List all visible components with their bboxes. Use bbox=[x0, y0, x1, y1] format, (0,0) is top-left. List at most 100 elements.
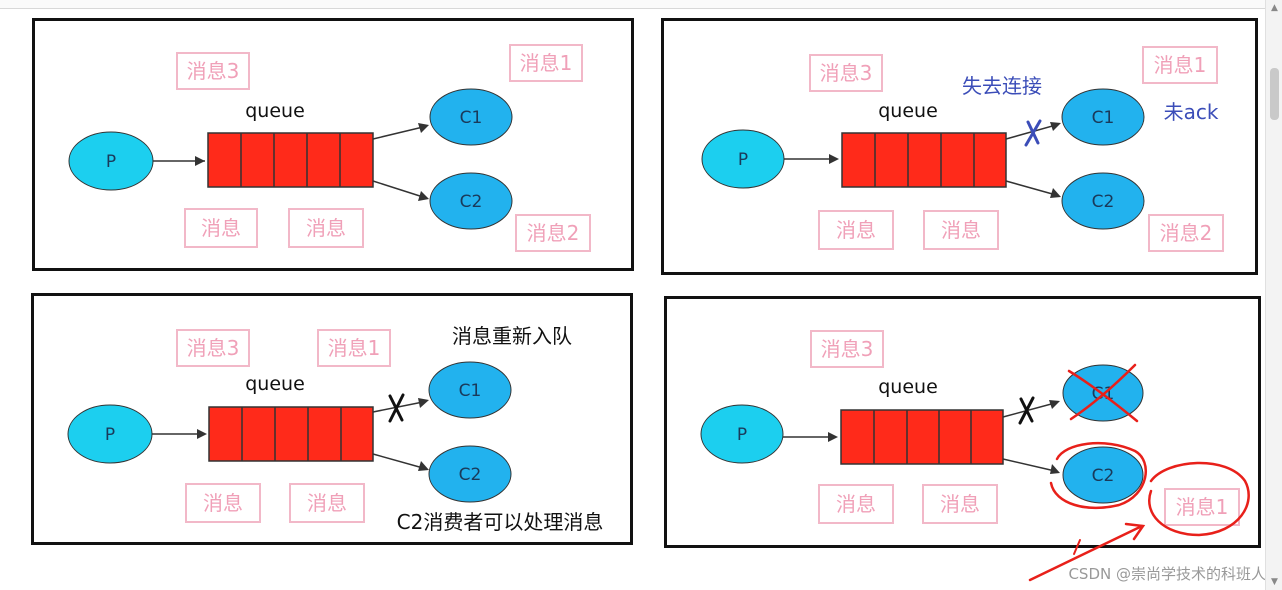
consumer-c2-label: C2 bbox=[1092, 192, 1115, 212]
message-box-left: 消息 bbox=[818, 484, 894, 524]
svg-text:消息3: 消息3 bbox=[187, 59, 240, 83]
consumer-c1-node bbox=[1061, 88, 1145, 146]
message-box-left: 消息 bbox=[818, 210, 894, 250]
arrow-to-c1 bbox=[372, 126, 424, 140]
queue-label: queue bbox=[245, 373, 305, 395]
panel-redelivered: 消息3 消息 消息 消息1 queue P C1 C2 bbox=[664, 296, 1261, 548]
consumer-c1-label: C1 bbox=[459, 381, 482, 401]
producer-arrowhead bbox=[829, 154, 839, 164]
message-box-left: 消息 bbox=[185, 483, 261, 523]
arrow-to-c2 bbox=[1005, 180, 1057, 196]
producer-label: P bbox=[738, 150, 748, 170]
scroll-down-icon[interactable]: ▼ bbox=[1271, 577, 1278, 587]
consumer-c2-node bbox=[1061, 172, 1145, 230]
svg-text:消息: 消息 bbox=[307, 491, 347, 515]
watermark: CSDN @崇尚学技术的科班人 bbox=[1068, 565, 1266, 583]
scroll-up-icon[interactable]: ▲ bbox=[1271, 3, 1278, 13]
producer-arrowhead bbox=[197, 429, 207, 439]
note-connection-lost: 失去连接 bbox=[962, 74, 1042, 98]
queue-block bbox=[840, 409, 1004, 465]
consumer-c1-node bbox=[428, 361, 512, 419]
producer-arrowhead bbox=[195, 156, 205, 166]
arrowhead-c1 bbox=[1050, 122, 1061, 131]
arrow-to-c1 bbox=[1005, 124, 1057, 140]
svg-text:消息: 消息 bbox=[836, 218, 876, 242]
diagram-redelivered: 消息3 消息 消息 消息1 queue P C1 C2 bbox=[700, 330, 1250, 537]
svg-text:消息: 消息 bbox=[940, 492, 980, 516]
message-box-3: 消息3 bbox=[810, 330, 884, 368]
note-requeue: 消息重新入队 bbox=[452, 324, 572, 348]
panel-connection-lost: 消息3 消息1 消息 消息 消息2 失去连接 未ack queue P C1 C… bbox=[661, 18, 1258, 275]
message-box-3: 消息3 bbox=[176, 52, 250, 90]
note-no-ack: 未ack bbox=[1164, 100, 1219, 124]
message-box-left: 消息 bbox=[184, 208, 258, 248]
consumer-c2-node bbox=[429, 172, 513, 230]
svg-text:消息1: 消息1 bbox=[520, 51, 573, 75]
message-box-2: 消息2 bbox=[515, 214, 591, 252]
producer-arrowhead bbox=[828, 432, 838, 442]
svg-text:消息: 消息 bbox=[306, 216, 346, 240]
message-box-right: 消息 bbox=[923, 210, 999, 250]
arrow-to-c2 bbox=[372, 180, 424, 198]
message-box-1: 消息1 bbox=[317, 329, 391, 367]
consumer-c1-label: C1 bbox=[460, 108, 483, 128]
panel-requeue: 消息3 消息1 消息 消息 消息重新入队 C2消费者可以处理消息 queue P… bbox=[31, 293, 633, 545]
svg-text:消息2: 消息2 bbox=[527, 221, 580, 245]
diagram-requeue: 消息3 消息1 消息 消息 消息重新入队 C2消费者可以处理消息 queue P… bbox=[67, 324, 604, 534]
diagram-normal: 消息3 消息1 消息 消息 消息2 queue P C1 C2 bbox=[68, 44, 591, 252]
svg-text:消息2: 消息2 bbox=[1160, 221, 1213, 245]
vertical-scrollbar[interactable]: ▲ ▼ bbox=[1265, 0, 1282, 590]
svg-text:消息: 消息 bbox=[203, 491, 243, 515]
consumer-c1-node bbox=[429, 88, 513, 146]
queue-label: queue bbox=[878, 100, 938, 122]
arrowhead-c2 bbox=[1050, 464, 1060, 474]
producer-label: P bbox=[105, 425, 115, 445]
crossed-out-consumer-mark bbox=[1067, 363, 1139, 423]
svg-text:消息3: 消息3 bbox=[821, 337, 874, 361]
circle-highlight-c2 bbox=[1049, 441, 1148, 510]
message-box-2: 消息2 bbox=[1148, 214, 1224, 252]
queue-block bbox=[208, 406, 374, 462]
diagram-connection-lost: 消息3 消息1 消息 消息 消息2 失去连接 未ack queue P C1 C… bbox=[701, 46, 1224, 252]
note-c2-can-process: C2消费者可以处理消息 bbox=[397, 510, 604, 534]
circle-highlight-message bbox=[1148, 461, 1250, 537]
arrowhead-c2 bbox=[1050, 188, 1061, 198]
arrowhead-c1 bbox=[1049, 400, 1060, 409]
arrowhead-c1 bbox=[418, 398, 429, 408]
consumer-c2-label: C2 bbox=[1092, 466, 1115, 486]
svg-text:消息3: 消息3 bbox=[187, 336, 240, 360]
reject-x-mark bbox=[388, 393, 405, 423]
reject-x-mark bbox=[1018, 396, 1035, 425]
message-box-1: 消息1 bbox=[1164, 488, 1240, 526]
svg-text:消息: 消息 bbox=[941, 218, 981, 242]
svg-text:消息1: 消息1 bbox=[1176, 495, 1229, 519]
arrowhead-c2 bbox=[418, 461, 429, 471]
consumer-c2-label: C2 bbox=[460, 192, 483, 212]
svg-text:消息1: 消息1 bbox=[328, 336, 381, 360]
consumer-c1-label: C1 bbox=[1092, 108, 1115, 128]
message-box-1: 消息1 bbox=[509, 44, 583, 82]
message-box-right: 消息 bbox=[922, 484, 998, 524]
arrow-to-c2 bbox=[372, 453, 424, 469]
message-box-3: 消息3 bbox=[809, 54, 883, 92]
message-box-right: 消息 bbox=[289, 483, 365, 523]
consumer-c2-node bbox=[428, 445, 512, 503]
arrowhead-c2 bbox=[418, 191, 429, 201]
queue-block bbox=[841, 132, 1007, 188]
queue-block bbox=[207, 132, 374, 188]
consumer-c2-node bbox=[1062, 446, 1144, 504]
top-border bbox=[0, 0, 1282, 9]
scroll-thumb[interactable] bbox=[1270, 68, 1279, 120]
message-box-3: 消息3 bbox=[176, 329, 250, 367]
disconnect-x-mark bbox=[1024, 119, 1042, 147]
svg-text:消息: 消息 bbox=[201, 216, 241, 240]
producer-label: P bbox=[106, 152, 116, 172]
producer-label: P bbox=[737, 425, 747, 445]
queue-label: queue bbox=[245, 100, 305, 122]
arrow-to-c2 bbox=[1002, 458, 1056, 472]
svg-text:消息: 消息 bbox=[836, 492, 876, 516]
message-box-right: 消息 bbox=[288, 208, 364, 248]
producer-node bbox=[700, 404, 784, 464]
arrowhead-c1 bbox=[418, 123, 429, 133]
message-box-1: 消息1 bbox=[1142, 46, 1218, 84]
